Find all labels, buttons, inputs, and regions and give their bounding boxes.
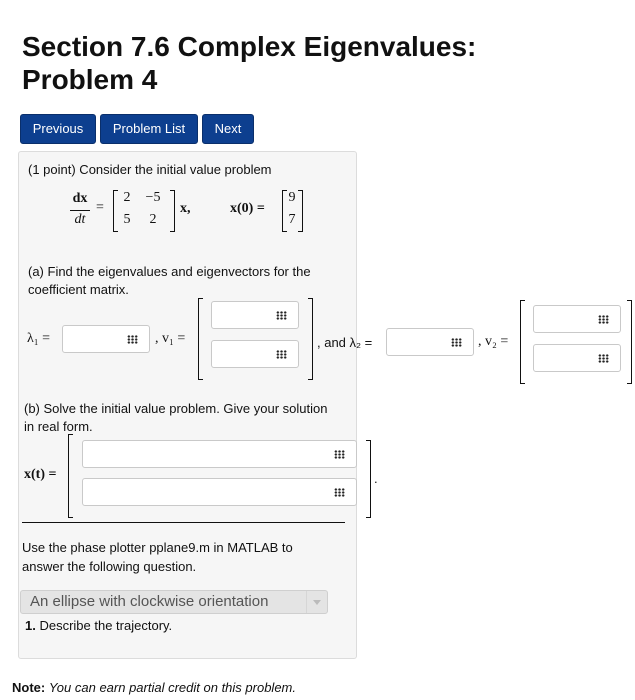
v1-left-bracket: [198, 298, 203, 380]
trajectory-select[interactable]: An ellipse with clockwise orientation: [20, 590, 328, 614]
v1-component-2-input[interactable]: [211, 340, 299, 368]
matrix-left-bracket: [113, 190, 118, 232]
initial-condition-label: x(0) =: [230, 201, 265, 216]
matrix-entry: 5: [123, 212, 131, 227]
note-text: You can earn partial credit on this prob…: [48, 680, 296, 695]
matrix-entry-icon[interactable]: [276, 350, 287, 359]
matrix-entry-icon[interactable]: [598, 354, 609, 363]
question-text: Describe the trajectory.: [39, 618, 173, 633]
ic-entry: 7: [288, 212, 296, 227]
x-vector-label: x,: [180, 201, 191, 216]
v2-label: , v₂ =: [478, 334, 509, 349]
dropdown-chevron-icon[interactable]: [306, 591, 327, 613]
matrix-entry-icon[interactable]: [276, 311, 287, 320]
xt-left-bracket: [68, 434, 73, 518]
problem-panel: [18, 151, 357, 659]
trajectory-select-value: An ellipse with clockwise orientation: [30, 593, 269, 610]
v1-label: , v₁ =: [155, 331, 186, 346]
x-of-t-label: x(t) =: [24, 467, 57, 482]
de-numerator: dx: [72, 191, 88, 206]
problem-intro: (1 point) Consider the initial value pro…: [28, 162, 272, 177]
phase-plotter-text-line-1: Use the phase plotter pplane9.m in MATLA…: [22, 540, 293, 555]
page-title-line-1: Section 7.6 Complex Eigenvalues:: [22, 31, 477, 62]
matrix-right-bracket: [170, 190, 175, 232]
equals-sign: =: [96, 200, 104, 215]
divider: [22, 522, 345, 523]
matrix-entry: 2: [149, 212, 157, 227]
part-b-text-line-1: (b) Solve the initial value problem. Giv…: [24, 401, 328, 416]
matrix-entry: −5: [145, 190, 161, 205]
phase-plotter-text-line-2: answer the following question.: [22, 559, 197, 574]
page-title-line-2: Problem 4: [22, 64, 158, 95]
partial-credit-note: Note: You can earn partial credit on thi…: [12, 678, 296, 697]
xt-component-1-input[interactable]: [82, 440, 357, 468]
part-b-text-line-2: in real form.: [24, 419, 93, 434]
matrix-entry: 2: [123, 190, 131, 205]
matrix-entry-icon[interactable]: [334, 488, 345, 497]
v1-right-bracket: [308, 298, 313, 380]
page-title: Section 7.6 Complex Eigenvalues: Problem…: [22, 30, 622, 96]
v2-component-1-input[interactable]: [533, 305, 621, 333]
lambda2-input[interactable]: [386, 328, 474, 356]
de-denominator: dt: [74, 212, 86, 227]
matrix-entry-icon[interactable]: [334, 450, 345, 459]
xt-component-2-input[interactable]: [82, 478, 357, 506]
v2-component-2-input[interactable]: [533, 344, 621, 372]
previous-button[interactable]: Previous: [20, 114, 96, 144]
ic-right-bracket: [298, 190, 303, 232]
v1-component-1-input[interactable]: [211, 301, 299, 329]
v2-right-bracket: [627, 300, 632, 384]
part-a-text-line-2: coefficient matrix.: [28, 282, 129, 297]
period: .: [374, 471, 378, 486]
matrix-entry-icon[interactable]: [598, 315, 609, 324]
matrix-entry-icon[interactable]: [451, 338, 462, 347]
next-button[interactable]: Next: [202, 114, 254, 144]
question-number: 1.: [25, 618, 36, 633]
note-label: Note:: [12, 680, 46, 695]
matrix-entry-icon[interactable]: [127, 335, 138, 344]
fraction-bar: [70, 210, 90, 211]
lambda1-label: λ₁ =: [27, 331, 51, 346]
problem-list-button[interactable]: Problem List: [100, 114, 198, 144]
ic-entry: 9: [288, 190, 296, 205]
and-lambda2-label: , and λ₂ =: [317, 335, 373, 350]
ic-left-bracket: [282, 190, 287, 232]
lambda1-input[interactable]: [62, 325, 150, 353]
part-a-text-line-1: (a) Find the eigenvalues and eigenvector…: [28, 264, 311, 279]
xt-right-bracket: [366, 440, 371, 518]
v2-left-bracket: [520, 300, 525, 384]
